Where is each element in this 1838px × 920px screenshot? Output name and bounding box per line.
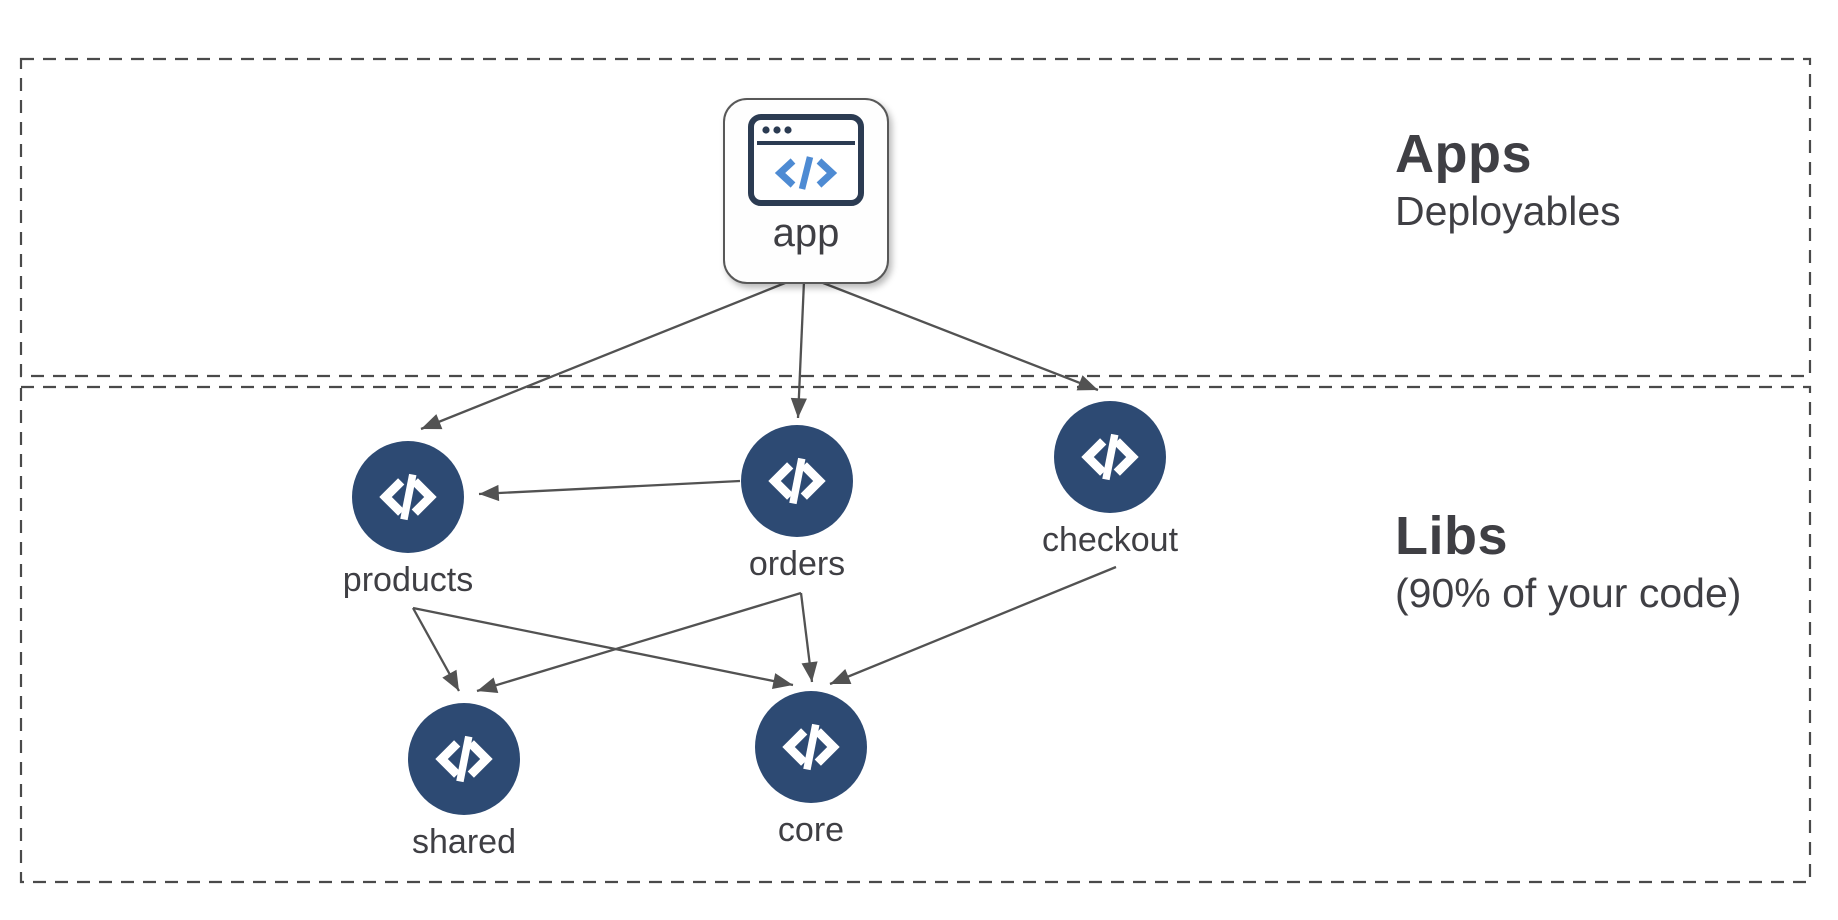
node-products: products [296, 441, 520, 599]
code-icon [1054, 401, 1166, 513]
node-label-core: core [777, 811, 845, 849]
edge-orders-core [799, 592, 818, 683]
node-app: app [723, 98, 889, 284]
libs-section-label: Libs (90% of your code) [1395, 506, 1741, 618]
apps-section-label: Apps Deployables [1395, 124, 1621, 236]
edge-products-core [412, 606, 794, 690]
edge-app-products [420, 279, 791, 431]
code-icon [408, 703, 520, 815]
edge-app-checkout [817, 279, 1099, 392]
libs-section-border [19, 385, 1812, 884]
node-label-orders: orders [748, 545, 846, 583]
node-label-checkout: checkout [1041, 521, 1179, 559]
code-icon [741, 425, 853, 537]
edge-orders-products [478, 479, 741, 502]
edge-app-orders [790, 280, 807, 419]
edge-layer [411, 279, 1117, 694]
edge-checkout-core [829, 565, 1117, 686]
libs-subheading: (90% of your code) [1395, 570, 1742, 617]
node-shared: shared [352, 703, 576, 861]
edge-products-shared [411, 607, 461, 692]
node-label-products: products [342, 561, 474, 599]
browser-code-icon [748, 114, 864, 206]
node-label-app: app [772, 211, 840, 255]
node-label-shared: shared [412, 823, 516, 861]
node-orders: orders [685, 425, 909, 583]
code-icon [352, 441, 464, 553]
edge-orders-shared [476, 591, 802, 694]
node-checkout: checkout [998, 401, 1222, 559]
node-core: core [699, 691, 923, 849]
libs-heading: Libs [1395, 506, 1509, 566]
apps-section-border [19, 57, 1812, 378]
apps-subheading: Deployables [1395, 188, 1621, 235]
apps-heading: Apps [1395, 124, 1532, 184]
code-icon [755, 691, 867, 803]
